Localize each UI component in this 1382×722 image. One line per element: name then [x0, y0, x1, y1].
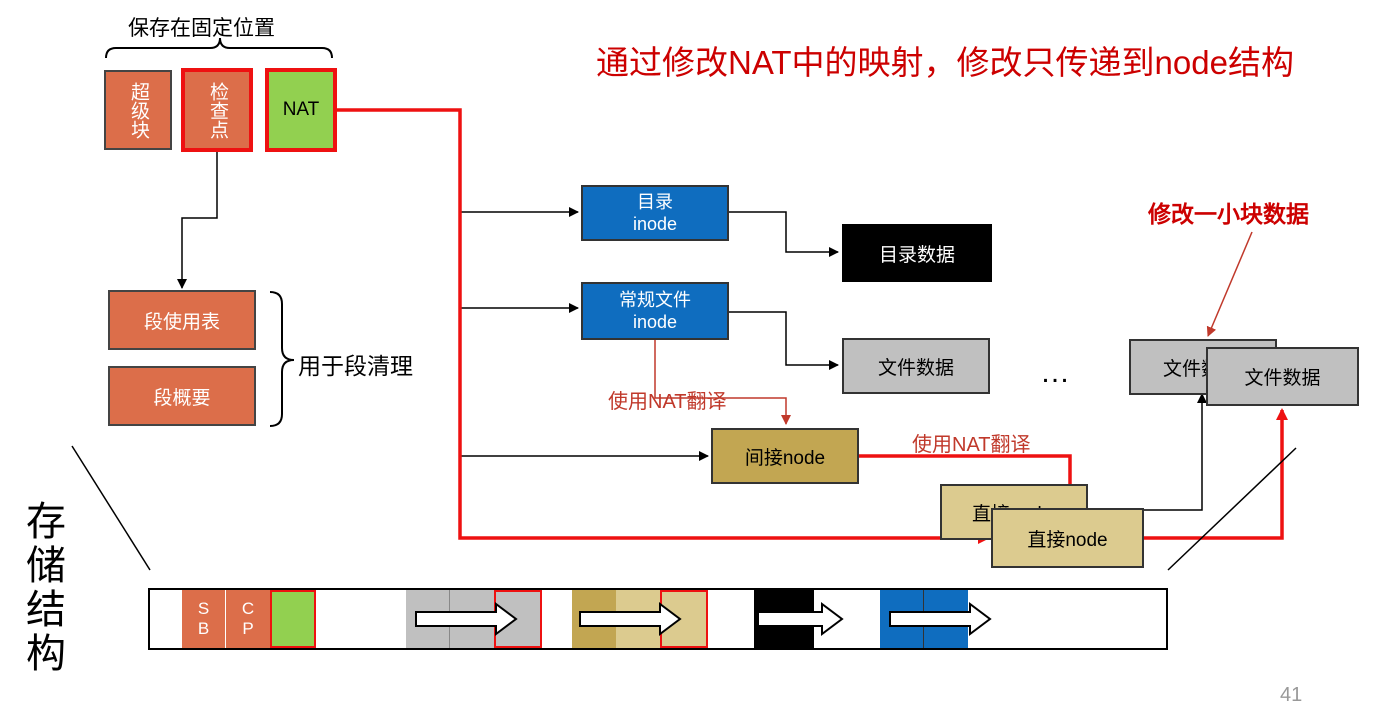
indirect-node-box: 间接node	[711, 428, 859, 484]
modify-label: 修改一小块数据	[1148, 201, 1309, 227]
log-arrows	[415, 602, 992, 636]
file-inode-box: 常规文件 inode	[581, 282, 729, 340]
storage-structure-label: 存储结构	[20, 500, 64, 676]
file-data-box: 文件数据	[842, 338, 990, 394]
checkpoint-to-sit-line	[177, 150, 218, 289]
slide-title: 通过修改NAT中的映射，修改只传递到node结构	[596, 44, 1294, 81]
nat-red-path	[336, 108, 990, 544]
nat-translate-label-2: 使用NAT翻译	[912, 434, 1031, 456]
sb-cell: S B	[182, 590, 226, 648]
ellipsis: …	[1040, 356, 1070, 389]
superblock-box: 超级块	[104, 70, 172, 150]
nat-cell	[270, 590, 316, 648]
storage-bar: S B C P	[148, 588, 1168, 650]
cleaning-label: 用于段清理	[298, 353, 413, 379]
cleaning-brace	[269, 291, 295, 427]
checkpoint-box: 检查点	[181, 68, 253, 152]
cp-letter-2: P	[242, 619, 254, 638]
ssa-box: 段概要	[108, 366, 256, 426]
fixed-location-label: 保存在固定位置	[128, 17, 275, 40]
dir-inode-line2: inode	[632, 214, 678, 234]
file-inode-line2: inode	[632, 312, 678, 332]
top-brace	[105, 37, 333, 59]
page-number: 41	[1280, 684, 1303, 706]
nat-translate-label-1: 使用NAT翻译	[608, 391, 727, 413]
nat-box: NAT	[265, 68, 337, 152]
sb-letter-1: S	[197, 599, 210, 618]
new-direct-node-box: 直接node	[991, 508, 1144, 568]
cp-cell: C P	[226, 590, 270, 648]
sb-letter-2: B	[197, 619, 210, 638]
dir-inode-line1: 目录	[637, 192, 673, 212]
cp-letter-1: C	[241, 599, 255, 618]
dir-inode-box: 目录 inode	[581, 185, 729, 241]
sit-box: 段使用表	[108, 290, 256, 350]
file-inode-line1: 常规文件	[619, 290, 691, 310]
dir-data-box: 目录数据	[842, 224, 992, 282]
new-file-data-box: 文件数据	[1206, 347, 1359, 406]
